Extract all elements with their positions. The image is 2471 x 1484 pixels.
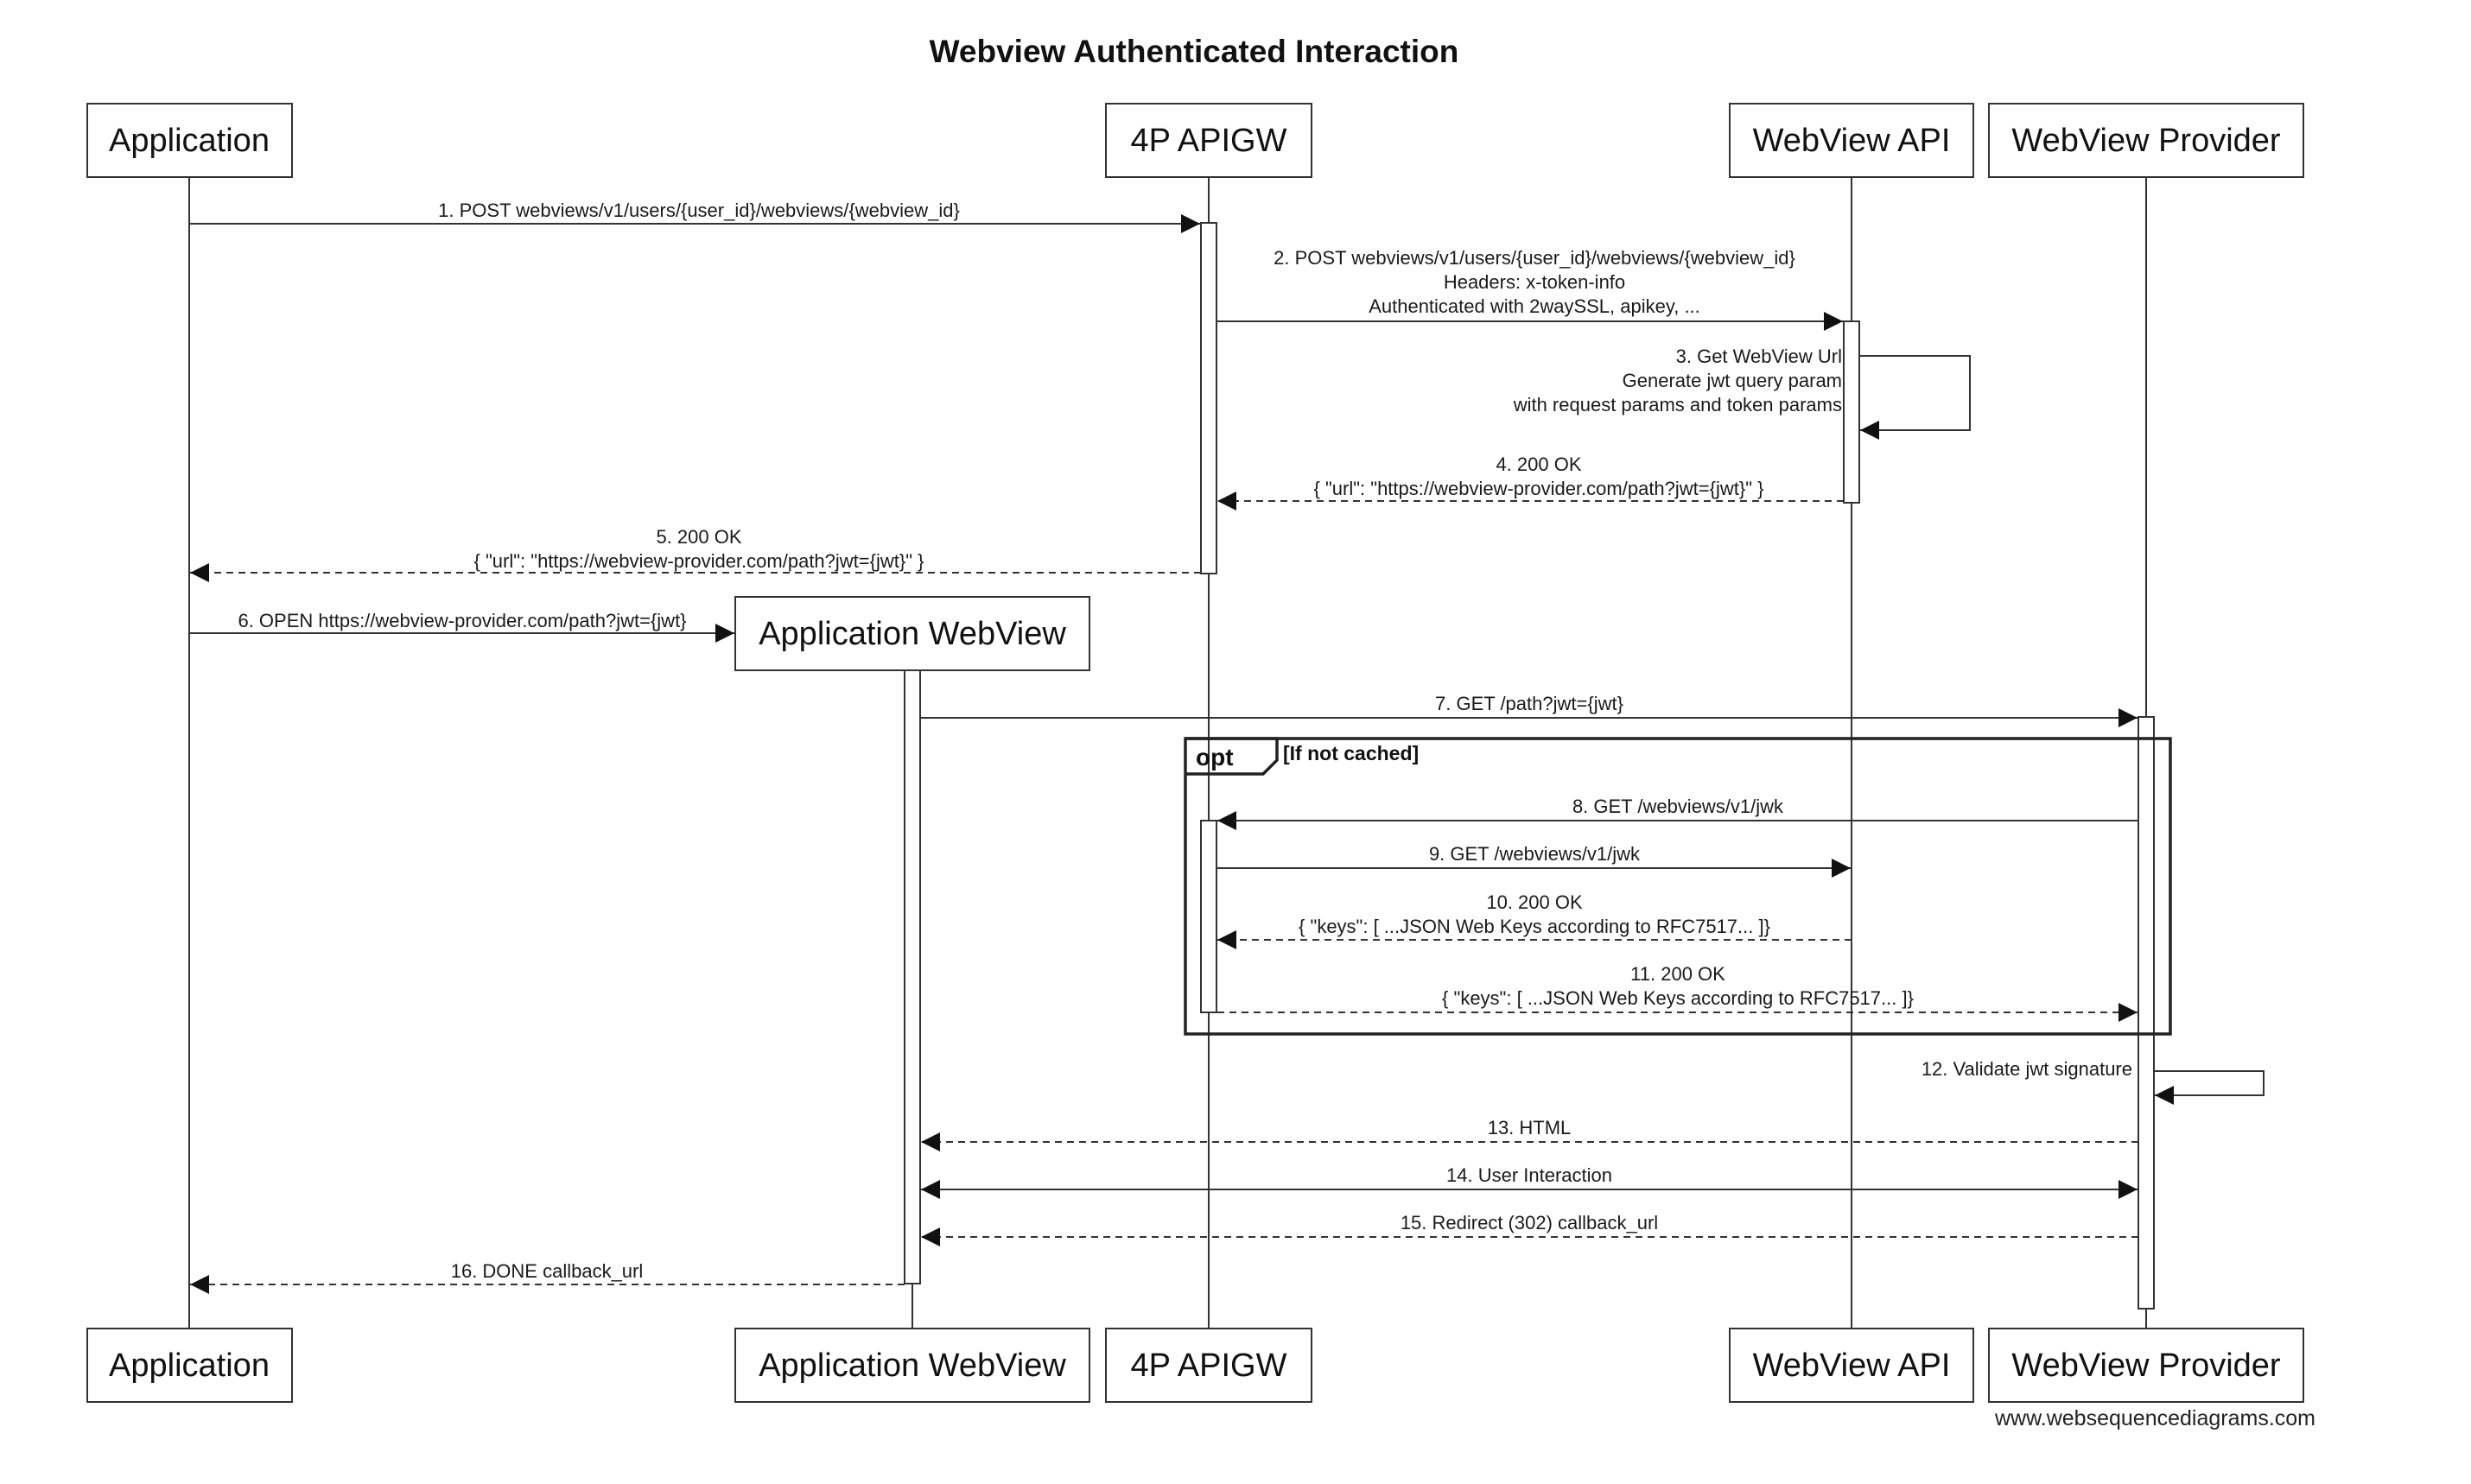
diagram-title: Webview Authenticated Interaction: [930, 34, 1459, 69]
message-label-line: 11. 200 OK: [1630, 963, 1725, 985]
message-label-8: 8. GET /webviews/v1/jwk: [1572, 796, 1784, 817]
opt-condition: [If not cached]: [1283, 742, 1419, 764]
participant-webview-provider-top: WebView Provider: [1988, 103, 2304, 178]
message-label-13: 13. HTML: [1488, 1117, 1572, 1138]
message-label-line: 7. GET /path?jwt={jwt}: [1435, 693, 1623, 714]
message-label-line: 2. POST webviews/v1/users/{user_id}/webv…: [1274, 247, 1795, 269]
message-labels: 1. POST webviews/v1/users/{user_id}/webv…: [238, 200, 2132, 1282]
message-label-6: 6. OPEN https://webview-provider.com/pat…: [238, 610, 686, 631]
watermark: www.websequencediagrams.com: [1994, 1406, 2315, 1430]
message-label-line: 4. 200 OK: [1496, 453, 1581, 475]
message-label-line: 12. Validate jwt signature: [1922, 1058, 2132, 1080]
participant-label: WebView API: [1753, 1348, 1951, 1384]
participant-label: 4P APIGW: [1131, 123, 1287, 159]
opt-keyword: opt: [1196, 744, 1234, 771]
message-label-line: 5. 200 OK: [656, 526, 741, 548]
participant-label: 4P APIGW: [1131, 1348, 1287, 1384]
activation-apigw-opt: [1200, 820, 1217, 1013]
participant-label: Application WebView: [759, 1348, 1066, 1384]
arrow-3: [1859, 355, 1971, 440]
arrow-12: [2154, 1070, 2265, 1105]
message-label-line: 13. HTML: [1488, 1117, 1572, 1138]
participant-label: WebView API: [1753, 123, 1951, 159]
participant-webview-provider-bottom: WebView Provider: [1988, 1328, 2304, 1403]
participant-webview-api-top: WebView API: [1729, 103, 1974, 178]
participant-label: Application WebView: [759, 616, 1066, 652]
opt-fragment: opt [If not cached]: [1184, 737, 2172, 1036]
participant-apigw-bottom: 4P APIGW: [1105, 1328, 1312, 1403]
message-label-line: 6. OPEN https://webview-provider.com/pat…: [238, 610, 686, 631]
participant-label: Application: [109, 123, 270, 159]
participant-label: Application: [109, 1348, 270, 1384]
message-label-line: { "url": "https://webview-provider.com/p…: [1314, 478, 1764, 499]
participant-application-bottom: Application: [86, 1328, 293, 1403]
participant-apigw-top: 4P APIGW: [1105, 103, 1312, 178]
message-label-11: 11. 200 OK{ "keys": [ ...JSON Web Keys a…: [1442, 963, 1914, 1009]
participant-application-top: Application: [86, 103, 293, 178]
message-label-10: 10. 200 OK { "keys": [ ...JSON Web Keys a…: [1299, 891, 1770, 937]
participant-label: WebView Provider: [2011, 1348, 2281, 1384]
message-label-2: 2. POST webviews/v1/users/{user_id}/webv…: [1274, 247, 1795, 317]
activation-application-webview: [904, 669, 921, 1284]
message-label-line: 3. Get WebView Url: [1676, 346, 1842, 367]
message-label-4: 4. 200 OK { "url": "https://webview-provi…: [1314, 453, 1764, 499]
message-label-line: 10. 200 OK: [1486, 891, 1583, 913]
message-label-14: 14. User Interaction: [1446, 1164, 1612, 1186]
message-label-line: 1. POST webviews/v1/users/{user_id}/webv…: [438, 200, 960, 221]
message-label-15: 15. Redirect (302) callback_url: [1401, 1212, 1658, 1233]
participant-application-webview-created: Application WebView: [734, 596, 1090, 671]
message-label-12: 12. Validate jwt signature: [1922, 1058, 2132, 1080]
message-label-line: Headers: x-token-info: [1444, 271, 1625, 293]
message-label-5: 5. 200 OK{ "url": "https://webview-provi…: [474, 526, 924, 572]
message-label-line: with request params and token params: [1513, 394, 1842, 415]
message-label-line: Authenticated with 2waySSL, apikey, ...: [1369, 295, 1700, 317]
message-label-line: 8. GET /webviews/v1/jwk: [1572, 796, 1784, 817]
message-label-line: 9. GET /webviews/v1/jwk: [1429, 843, 1641, 865]
message-label-line: { "url": "https://webview-provider.com/p…: [474, 550, 924, 572]
participant-application-webview-bottom: Application WebView: [734, 1328, 1090, 1403]
message-label-9: 9. GET /webviews/v1/jwk: [1429, 843, 1641, 865]
message-label-line: { "keys": [ ...JSON Web Keys according t…: [1299, 916, 1770, 937]
participant-label: WebView Provider: [2011, 123, 2281, 159]
message-label-line: 15. Redirect (302) callback_url: [1401, 1212, 1658, 1233]
message-label-1: 1. POST webviews/v1/users/{user_id}/webv…: [438, 200, 960, 221]
message-label-7: 7. GET /path?jwt={jwt}: [1435, 693, 1623, 714]
activation-apigw: [1200, 222, 1217, 574]
message-arrows: [189, 214, 2265, 1294]
message-label-16: 16. DONE callback_url: [451, 1260, 644, 1282]
participant-webview-api-bottom: WebView API: [1729, 1328, 1974, 1403]
message-label-line: 16. DONE callback_url: [451, 1260, 644, 1282]
activation-webview-api: [1843, 320, 1860, 504]
activation-webview-provider: [2138, 716, 2155, 1310]
activations: [904, 222, 2155, 1310]
message-label-line: Generate jwt query param: [1623, 370, 1842, 391]
message-label-line: { "keys": [ ...JSON Web Keys according t…: [1442, 987, 1914, 1009]
message-label-line: 14. User Interaction: [1446, 1164, 1612, 1186]
